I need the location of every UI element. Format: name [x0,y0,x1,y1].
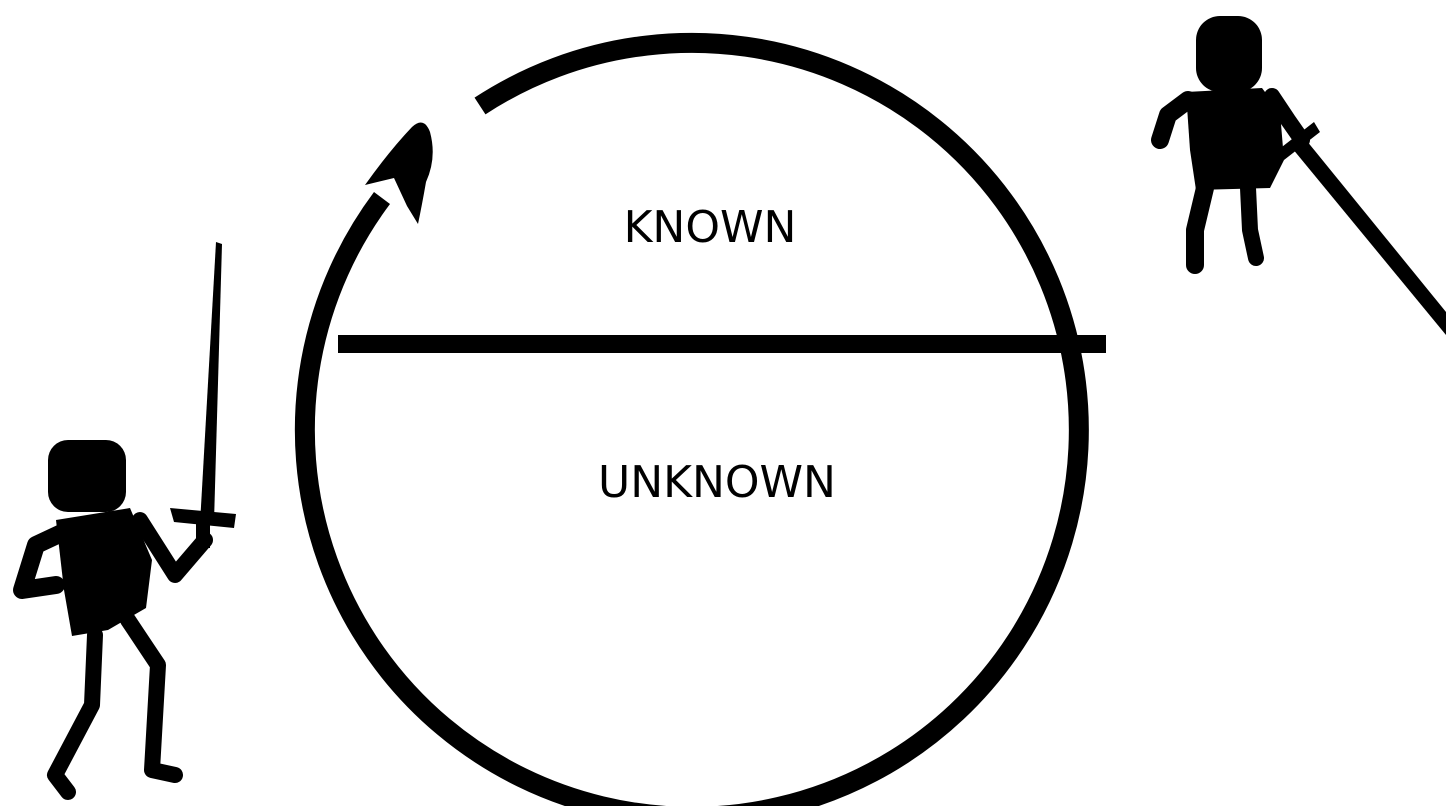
right-figure-left-arm [1160,100,1188,140]
right-figure-left-leg [1195,188,1205,265]
right-figure-right-leg [1248,188,1256,258]
right-swordsman-figure [1160,16,1446,335]
left-figure-left-leg [55,635,95,792]
known-label: KNOWN [624,202,797,253]
left-figure-right-leg [128,620,175,775]
left-figure-sword-blade [200,242,222,524]
right-figure-sword-blade [1292,135,1446,335]
unknown-label: UNKNOWN [598,457,836,508]
left-figure-sword-grip [196,520,210,548]
right-figure-head [1196,16,1262,92]
left-swordsman-figure [22,242,236,792]
left-figure-head [48,440,126,512]
divider-line [338,335,1106,353]
